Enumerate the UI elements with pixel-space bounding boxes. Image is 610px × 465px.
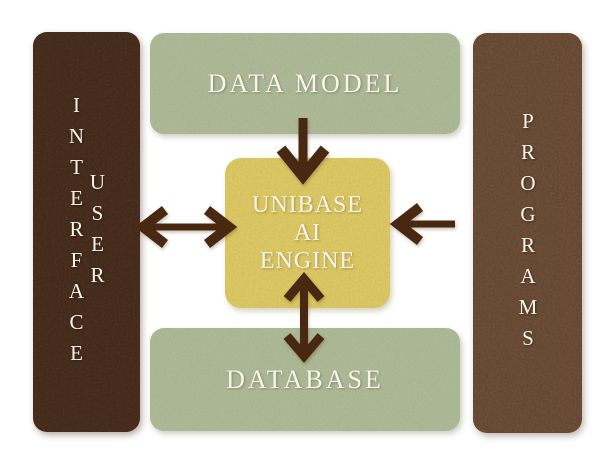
data-model-label: DATA MODEL [207,68,403,98]
node-unibase-ai-engine: UNIBASE AI ENGINE [225,158,390,308]
engine-label-line2: AI [293,220,322,246]
user-interface-label: USER INTERFACE [64,92,110,372]
node-programs: PROGRAMS [473,33,582,433]
engine-label-line3: ENGINE [259,248,356,274]
programs-label: PROGRAMS [516,109,540,357]
node-database: DATABASE [150,328,460,431]
arrow-double-horizontal-icon [134,206,238,248]
node-user-interface: USER INTERFACE [33,32,140,432]
arrow-left-icon [389,203,455,245]
unibase-ai-engine-label: UNIBASE AI ENGINE [252,191,363,275]
node-data-model: DATA MODEL [150,33,460,134]
engine-label-line1: UNIBASE [251,192,363,218]
database-label: DATABASE [226,364,384,394]
